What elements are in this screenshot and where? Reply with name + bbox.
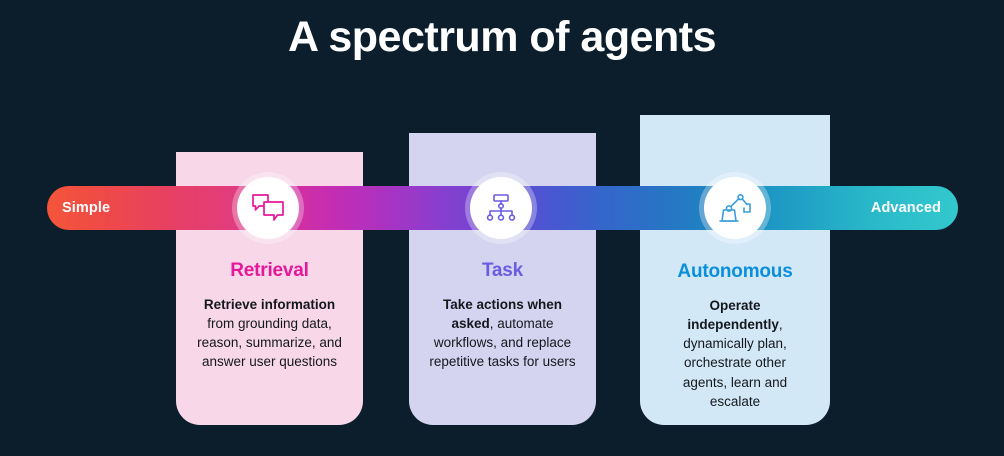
stage-body-bold-autonomous: Operate independently — [687, 298, 779, 333]
stage-icon-node-retrieval — [232, 172, 304, 244]
stage-icon-node-task — [465, 172, 537, 244]
icon-circle-autonomous — [704, 177, 766, 239]
robotic-arm-icon — [717, 193, 753, 224]
spectrum-label-advanced: Advanced — [870, 200, 941, 216]
spectrum-label-simple: Simple — [62, 200, 111, 216]
stage-heading-autonomous: Autonomous — [677, 261, 793, 282]
stage-body-task: Take actions when asked, automate workfl… — [409, 295, 596, 372]
stage-body-autonomous: Operate independently, dynamically plan,… — [640, 296, 830, 411]
chat-bubbles-icon — [251, 193, 285, 223]
icon-circle-retrieval — [237, 177, 299, 239]
stage-body-rest-autonomous: , dynamically plan, orchestrate other ag… — [682, 317, 788, 409]
stage-body-rest-retrieval: from grounding data, reason, summarize, … — [197, 316, 342, 370]
workflow-hierarchy-icon — [484, 193, 518, 223]
stage-heading-retrieval: Retrieval — [230, 260, 309, 281]
stage-body-bold-task: Take actions when asked — [442, 297, 563, 332]
stage-card-autonomous: Autonomous Operate independently, dynami… — [640, 115, 830, 425]
stage-body-bold-retrieval: Retrieve information — [203, 297, 336, 312]
icon-circle-task — [470, 177, 532, 239]
page-title: A spectrum of agents — [287, 13, 717, 61]
stage-icon-node-autonomous — [699, 172, 771, 244]
stage-body-rest-task: , automate workflows, and replace repeti… — [429, 316, 576, 370]
stage-body-retrieval: Retrieve information from grounding data… — [176, 295, 363, 372]
stage-heading-task: Task — [481, 260, 524, 281]
